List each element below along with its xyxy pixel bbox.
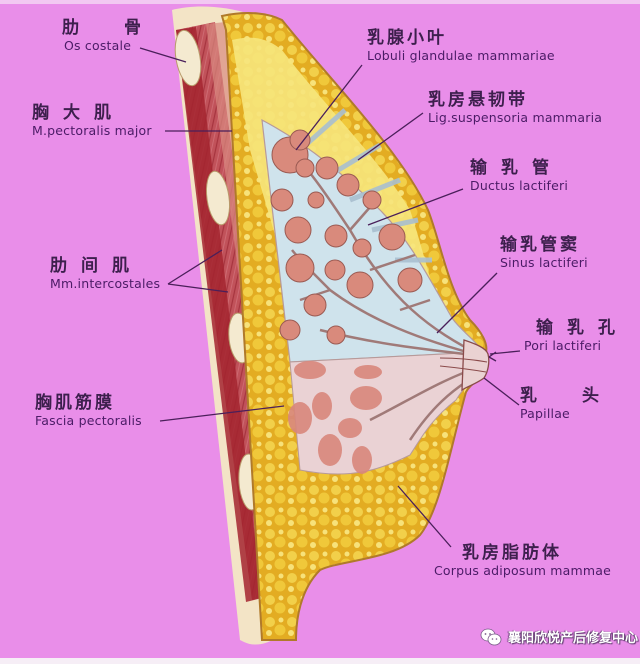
rib-2 [205,170,231,226]
label-latin: Corpus adiposum mammae [434,563,612,578]
label-pectoralis-major: 胸大肌 M.pectoralis major [32,105,152,138]
label-zh: 胸大肌 [32,103,125,123]
label-latin: Papillae [520,406,570,421]
label-intercostales: 肋间肌 Mm.intercostales [50,258,160,291]
wechat-icon [480,628,502,646]
label-zh: 乳腺小叶 [367,28,447,48]
label-zh: 胸肌筋膜 [35,393,115,413]
label-zh: 输乳管窦 [500,235,580,255]
label-ductus: 输乳管 Ductus lactiferi [470,160,568,193]
label-zh: 乳房悬韧带 [428,90,528,110]
label-latin: Pori lactiferi [524,338,602,353]
label-latin: Fascia pectoralis [35,413,142,428]
label-lig-suspensoria: 乳房悬韧带 Lig.suspensoria mammaria [428,92,602,125]
label-latin: M.pectoralis major [32,123,152,138]
lower-glandular-patches [288,361,382,474]
label-zh: 肋 骨 [62,18,155,38]
label-zh: 乳房脂肪体 [462,543,562,563]
intercostal-muscle-band [176,27,262,602]
bottom-border [0,658,640,664]
label-pori: 输乳孔 Pori lactiferi [524,318,629,353]
leader-lines [139,47,521,548]
label-corpus-adiposum: 乳房脂肪体 Corpus adiposum mammae [434,545,611,578]
label-latin: Lobuli glandulae mammariae [367,48,555,63]
label-os-costale: 肋 骨 Os costale [62,18,155,53]
label-lobuli: 乳腺小叶 Lobuli glandulae mammariae [367,30,555,63]
label-sinus: 输乳管窦 Sinus lactiferi [500,237,588,270]
label-zh: 肋间肌 [50,256,143,276]
watermark: 襄阳欣悦产后修复中心 [480,627,638,646]
mammary-lobules [270,129,423,345]
label-zh: 输乳孔 [536,318,629,338]
nipple [461,339,490,392]
label-zh: 输乳管 [470,158,563,178]
label-zh: 乳 头 [520,386,613,406]
label-latin: Sinus lactiferi [500,255,588,270]
watermark-text: 襄阳欣悦产后修复中心 [508,631,639,646]
label-papillae: 乳 头 Papillae [520,388,613,421]
label-fascia-pectoralis: 胸肌筋膜 Fascia pectoralis [35,395,142,428]
top-border [0,0,640,4]
rib-1 [174,29,202,87]
label-latin: Mm.intercostales [50,276,161,291]
label-latin: Lig.suspensoria mammaria [428,110,603,125]
label-latin: Os costale [64,38,132,53]
label-latin: Ductus lactiferi [470,178,569,193]
